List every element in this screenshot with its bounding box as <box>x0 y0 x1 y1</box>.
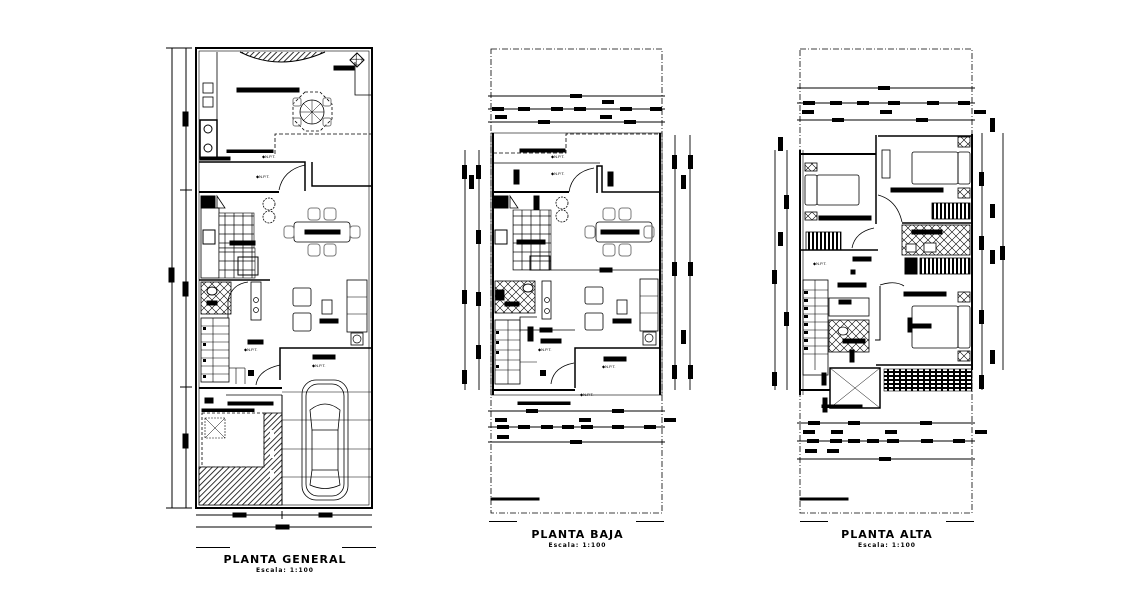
svg-text:◆N.P.T.: ◆N.P.T. <box>312 363 325 368</box>
svg-text:◆N.P.T.: ◆N.P.T. <box>602 364 615 369</box>
svg-text:◆N.P.T.: ◆N.P.T. <box>256 174 269 179</box>
svg-text:◆N.P.T.: ◆N.P.T. <box>813 261 826 266</box>
dimension-lines-left <box>166 47 192 509</box>
title-rule-left-baja <box>489 521 517 522</box>
plan-title-planta-alta: PLANTA ALTA Escala: 1:100 <box>812 528 962 549</box>
plan-planta-alta: ◆N.P.T. <box>772 48 1005 514</box>
car-icon <box>301 379 349 501</box>
svg-text:◆N.P.T.: ◆N.P.T. <box>262 154 275 159</box>
plan-title-planta-general: PLANTA GENERAL Escala: 1:100 <box>200 553 370 574</box>
plan-name: PLANTA GENERAL <box>223 553 347 566</box>
svg-text:◆N.P.T.: ◆N.P.T. <box>244 347 257 352</box>
svg-text:◆N.P.T.: ◆N.P.T. <box>580 392 593 397</box>
plan-name: PLANTA BAJA <box>531 528 624 541</box>
title-rule-right-general <box>342 547 376 548</box>
plan-title-planta-baja: PLANTA BAJA Escala: 1:100 <box>500 528 655 549</box>
title-rule-left-alta <box>800 521 828 522</box>
title-rule-right-alta <box>946 521 974 522</box>
svg-text:◆N.P.T.: ◆N.P.T. <box>538 347 551 352</box>
title-rule-right-baja <box>636 521 664 522</box>
title-rule-left-general <box>196 547 230 548</box>
plan-scale: Escala: 1:100 <box>548 542 607 549</box>
plan-name: PLANTA ALTA <box>841 528 933 541</box>
plan-scale: Escala: 1:100 <box>858 542 916 549</box>
plan-planta-general: ◆N.P.T. ◆N.P.T. <box>166 47 373 530</box>
svg-text:◆N.P.T.: ◆N.P.T. <box>551 154 564 159</box>
plan-planta-baja: ◆N.P.T. ◆N.P.T. <box>462 48 693 514</box>
svg-text:◆N.P.T.: ◆N.P.T. <box>551 171 564 176</box>
plan-scale: Escala: 1:100 <box>256 567 314 574</box>
